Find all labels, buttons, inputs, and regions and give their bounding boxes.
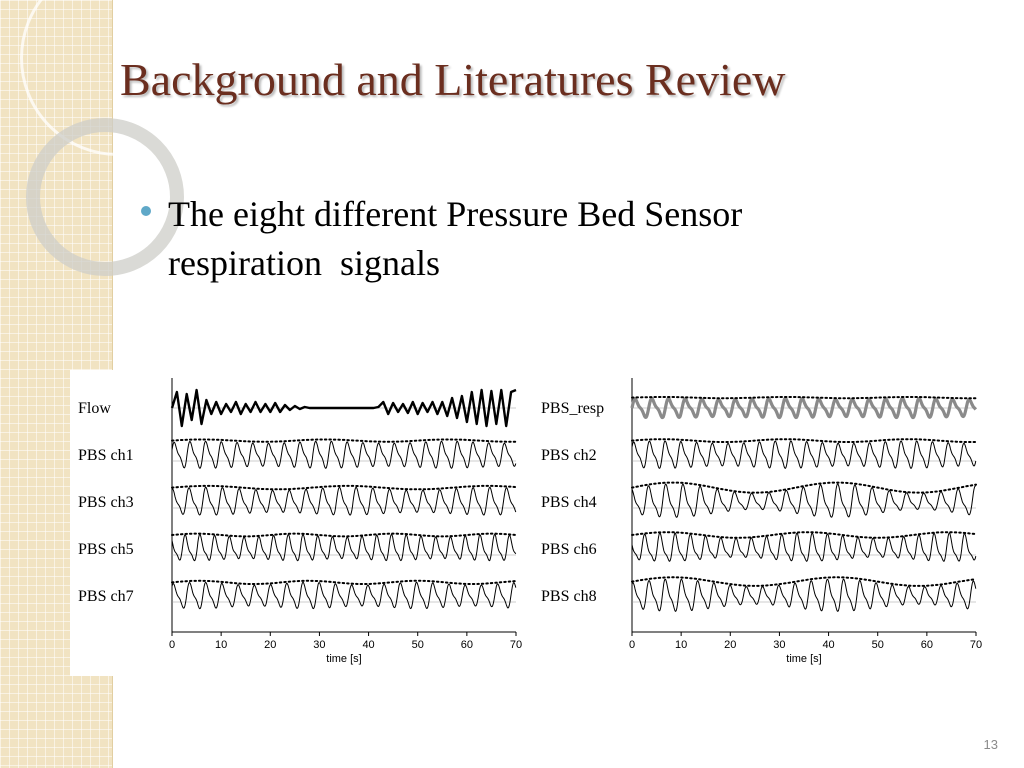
page-number: 13: [983, 737, 998, 752]
signal-trace: [170, 388, 517, 428]
slide-title: Background and Literatures Review: [120, 54, 786, 105]
x-tick-label: 60: [461, 639, 473, 651]
channel-label: PBS ch6: [541, 541, 597, 558]
decorative-ring: [26, 118, 184, 276]
x-tick-label: 40: [822, 639, 834, 651]
signal-trace: [171, 486, 517, 516]
signal-trace: [630, 396, 978, 420]
x-tick-label: 0: [629, 639, 635, 651]
signal-trace: [171, 440, 517, 469]
channel-label: PBS ch5: [78, 541, 134, 558]
x-tick-label: 30: [773, 639, 785, 651]
signal-envelope: [631, 396, 977, 400]
x-tick-label: 0: [169, 639, 175, 651]
x-tick-label: 50: [412, 639, 424, 651]
channel-label: Flow: [78, 400, 111, 417]
x-tick-label: 10: [675, 639, 687, 651]
signal-trace: [171, 533, 517, 562]
x-tick-label: 50: [872, 639, 884, 651]
x-tick-label: 70: [510, 639, 522, 651]
x-axis-label: time [s]: [786, 653, 821, 665]
signal-envelope: [171, 579, 517, 585]
signal-trace: [631, 532, 977, 562]
signal-trace: [631, 578, 977, 612]
bullet-text: The eight different Pressure Bed Sensor …: [168, 190, 968, 287]
x-tick-label: 30: [313, 639, 325, 651]
x-tick-label: 60: [921, 639, 933, 651]
signal-trace: [631, 440, 977, 469]
channel-label: PBS ch8: [541, 588, 597, 605]
x-axis-label: time [s]: [326, 653, 361, 665]
channel-label: PBS_resp: [541, 400, 604, 417]
signal-envelope: [631, 531, 977, 539]
signal-envelope: [171, 484, 517, 491]
signal-envelope: [171, 532, 517, 538]
channel-label: PBS ch1: [78, 447, 134, 464]
bullet-line: The eight different Pressure Bed Sensor: [168, 194, 743, 234]
bullet-line: respiration signals: [168, 242, 440, 283]
signal-trace: [631, 483, 977, 518]
signal-envelope: [631, 438, 977, 443]
x-tick-label: 20: [724, 639, 736, 651]
channel-label: PBS ch4: [541, 494, 597, 511]
signal-envelope: [631, 576, 977, 587]
x-tick-label: 70: [970, 639, 982, 651]
signal-envelope: [171, 438, 517, 443]
channel-label: PBS ch2: [541, 447, 597, 464]
x-tick-label: 20: [264, 639, 276, 651]
bullet-marker: [141, 206, 151, 216]
x-tick-label: 10: [215, 639, 227, 651]
x-tick-label: 40: [362, 639, 374, 651]
channel-label: PBS ch3: [78, 494, 134, 511]
signal-trace: [171, 581, 517, 610]
signal-envelope: [631, 481, 977, 494]
channel-label: PBS ch7: [78, 588, 134, 605]
